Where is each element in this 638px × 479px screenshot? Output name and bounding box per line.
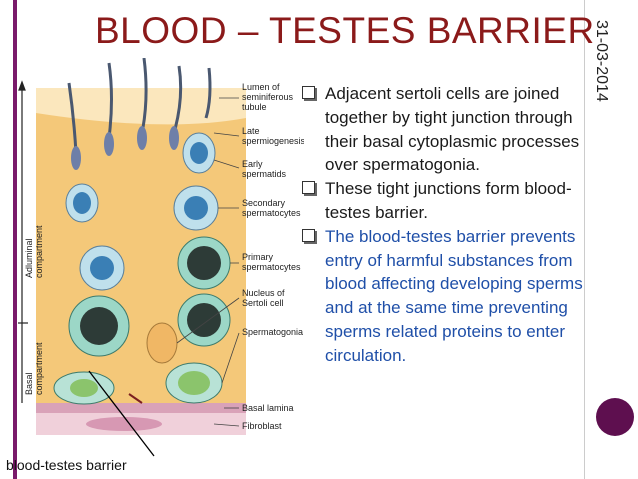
checkbox-bullet-icon <box>302 228 315 242</box>
basal-lamina <box>36 403 246 413</box>
tight-junction <box>128 393 143 404</box>
label-lumen-1: Lumen of <box>242 82 280 92</box>
secondary-spermatocytes <box>79 185 219 291</box>
leader-lines <box>176 97 240 427</box>
basal-label-1: Basal <box>24 372 34 395</box>
blood-testes-barrier-diagram: Adluminal compartment Basal compartment … <box>18 58 304 457</box>
label-secondary-1: Secondary <box>242 198 286 208</box>
label-secondary-2: spermatocytes <box>242 208 301 218</box>
bullet-text: Adjacent sertoli cells are joined togeth… <box>325 84 580 175</box>
divider-line <box>584 0 585 479</box>
checkbox-bullet-icon <box>302 181 315 195</box>
label-fibroblast: Fibroblast <box>242 421 282 431</box>
slide-date: 31-03-2014 <box>593 20 610 102</box>
primary-spermatocytes <box>68 236 231 357</box>
adluminal-label-1: Adluminal <box>24 238 34 278</box>
label-nucleus-1: Nucleus of <box>242 288 285 298</box>
bullet-text: These tight junctions form blood-testes … <box>325 179 572 222</box>
early-spermatids <box>65 132 216 223</box>
bullet-item: The blood-testes barrier prevents entry … <box>300 225 590 368</box>
decorative-dot <box>596 398 634 436</box>
bullet-item: Adjacent sertoli cells are joined togeth… <box>300 82 590 177</box>
label-early-2: spermatids <box>242 169 287 179</box>
late-spermatid-heads <box>71 126 179 170</box>
label-early-1: Early <box>242 159 263 169</box>
checkbox-bullet-icon <box>302 86 315 99</box>
label-lumen-3: tubule <box>242 102 267 112</box>
slide-date-container: 31-03-2014 <box>584 20 624 130</box>
label-late-2: spermiogenesis <box>242 136 304 146</box>
label-lumen-2: seminiferous <box>242 92 294 102</box>
accent-rule <box>13 0 17 479</box>
label-basal-lamina: Basal lamina <box>242 403 294 413</box>
lumen-region <box>36 88 246 125</box>
diagram-labels: Lumen of seminiferous tubule Late spermi… <box>242 82 304 431</box>
spermatogonia <box>53 362 223 405</box>
label-nucleus-2: Sertoli cell <box>242 298 284 308</box>
sertoli-nucleus <box>146 322 178 364</box>
slide-title: BLOOD – TESTES BARRIER <box>95 10 595 51</box>
basal-label-2: compartment <box>34 342 44 395</box>
figure-caption: blood-testes barrier <box>6 457 127 473</box>
bullet-item: These tight junctions form blood-testes … <box>300 177 590 225</box>
label-primary-1: Primary <box>242 252 273 262</box>
bullet-text: The blood-testes barrier prevents entry … <box>325 226 583 365</box>
adluminal-label-2: compartment <box>34 225 44 278</box>
bullet-list: Adjacent sertoli cells are joined togeth… <box>300 82 590 368</box>
label-late-1: Late <box>242 126 260 136</box>
label-spermatogonia: Spermatogonia <box>242 327 303 337</box>
fibroblast-cell <box>86 417 162 431</box>
label-primary-2: spermatocytes <box>242 262 301 272</box>
barrier-pointer <box>88 370 155 457</box>
compartment-arrows <box>18 80 28 403</box>
